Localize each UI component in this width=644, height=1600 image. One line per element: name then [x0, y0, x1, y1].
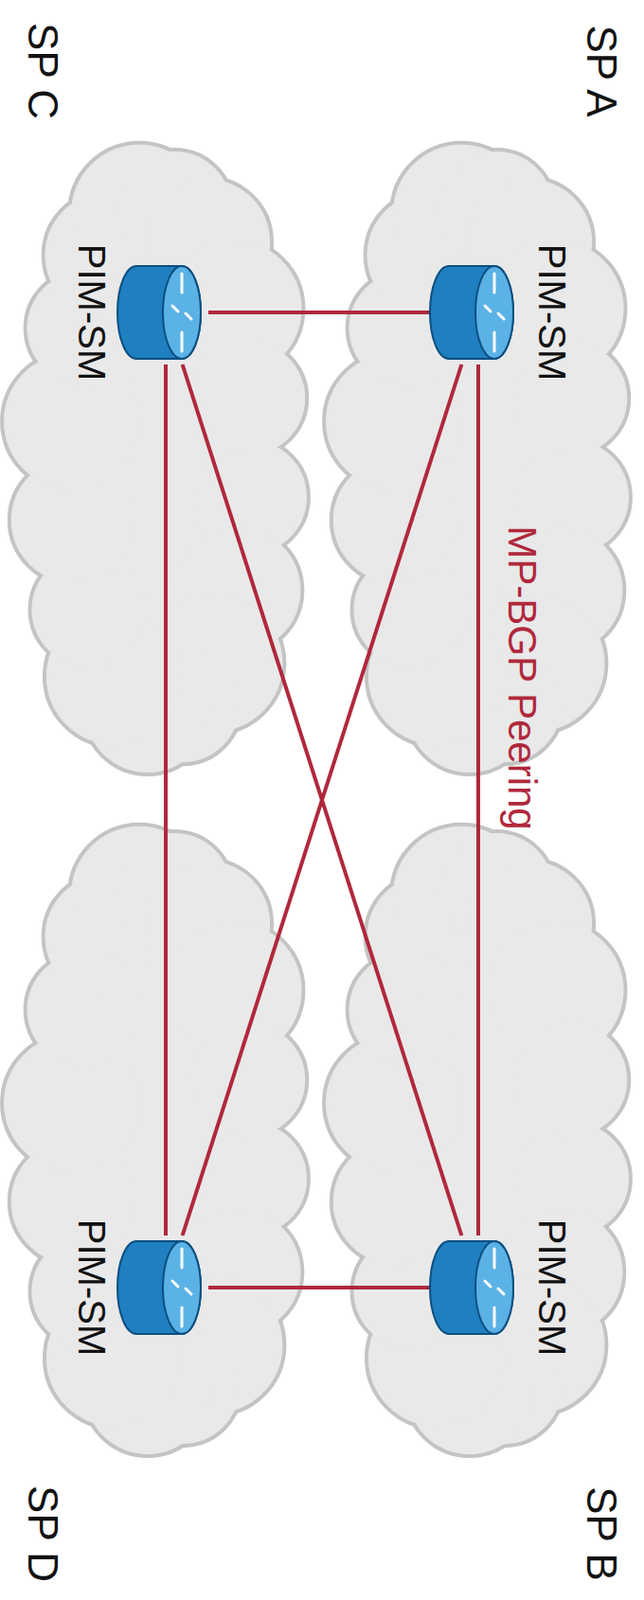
provider-label: SP C: [21, 22, 64, 120]
protocol-label: PIM-SM: [533, 244, 572, 381]
provider-cloud: SP B PIM-SM: [322, 800, 644, 1600]
provider-cloud: SP D PIM-SM: [0, 800, 322, 1600]
router-node: PIM-SM: [123, 260, 209, 365]
router-symbol: [123, 1235, 209, 1341]
cloud-fill: [3, 826, 307, 1455]
router-arrow: [484, 305, 491, 312]
router-arrow: [180, 332, 184, 352]
cloud-bump: [513, 1023, 627, 1138]
router-node: PIM-SM: [123, 1235, 209, 1341]
cloud-shape: [0, 0, 322, 801]
cloud-bump: [191, 1023, 305, 1138]
router-arrow: [185, 1288, 192, 1295]
peering-link: [208, 1286, 436, 1290]
router-arrow: [180, 273, 184, 293]
peering-link: [476, 364, 481, 1236]
router-symbol: [123, 260, 209, 365]
router-face: [475, 1241, 514, 1335]
peering-link: [182, 364, 463, 1236]
router-symbol: [435, 260, 521, 365]
router-face: [162, 266, 201, 359]
router-arrow: [498, 1288, 504, 1295]
router-body: [117, 1241, 201, 1335]
router-arrow: [172, 1281, 179, 1288]
router-arrow: [180, 1307, 184, 1327]
link-label: MP-BGP Peering: [501, 526, 542, 831]
provider-label: SP A: [580, 24, 623, 117]
cloud-shape: [322, 800, 644, 1600]
router-symbol: [435, 1235, 521, 1341]
protocol-label: PIM-SM: [72, 1219, 111, 1357]
cloud-fill: [325, 144, 629, 773]
protocol-label: PIM-SM: [72, 244, 111, 381]
peering-link: [208, 310, 436, 315]
router-body: [429, 266, 514, 359]
router-body: [429, 1241, 514, 1335]
provider-label: SP B: [580, 1486, 623, 1581]
provider-label: SP D: [21, 1485, 64, 1583]
provider-cloud: SP A PIM-SM: [322, 0, 644, 801]
cloud-shape: [322, 0, 644, 801]
router-arrow: [493, 1307, 497, 1327]
router-arrow: [180, 1249, 184, 1269]
cloud-outline: [1, 824, 309, 1457]
router-arrow: [185, 313, 192, 320]
router-face: [475, 266, 514, 359]
router-body: [117, 266, 201, 359]
cloud-bump: [191, 341, 305, 456]
cloud-outline: [323, 824, 631, 1457]
router-arrow: [493, 332, 497, 352]
cloud-fill: [325, 826, 629, 1455]
provider-cloud: SP C PIM-SM: [0, 0, 322, 801]
protocol-label: PIM-SM: [533, 1219, 572, 1357]
cloud-outline: [1, 143, 309, 775]
cloud-fill: [3, 144, 307, 773]
cloud-shape: [0, 800, 322, 1600]
router-node: PIM-SM: [435, 260, 521, 365]
router-arrow: [172, 305, 179, 312]
peering-link: [182, 364, 463, 1236]
cloud-outline: [323, 143, 631, 775]
router-face: [162, 1241, 201, 1335]
router-node: PIM-SM: [435, 1235, 521, 1341]
router-arrow: [493, 1249, 497, 1269]
router-arrow: [493, 273, 497, 293]
router-arrow: [498, 313, 504, 320]
peering-link: [163, 364, 168, 1236]
router-arrow: [484, 1281, 491, 1288]
